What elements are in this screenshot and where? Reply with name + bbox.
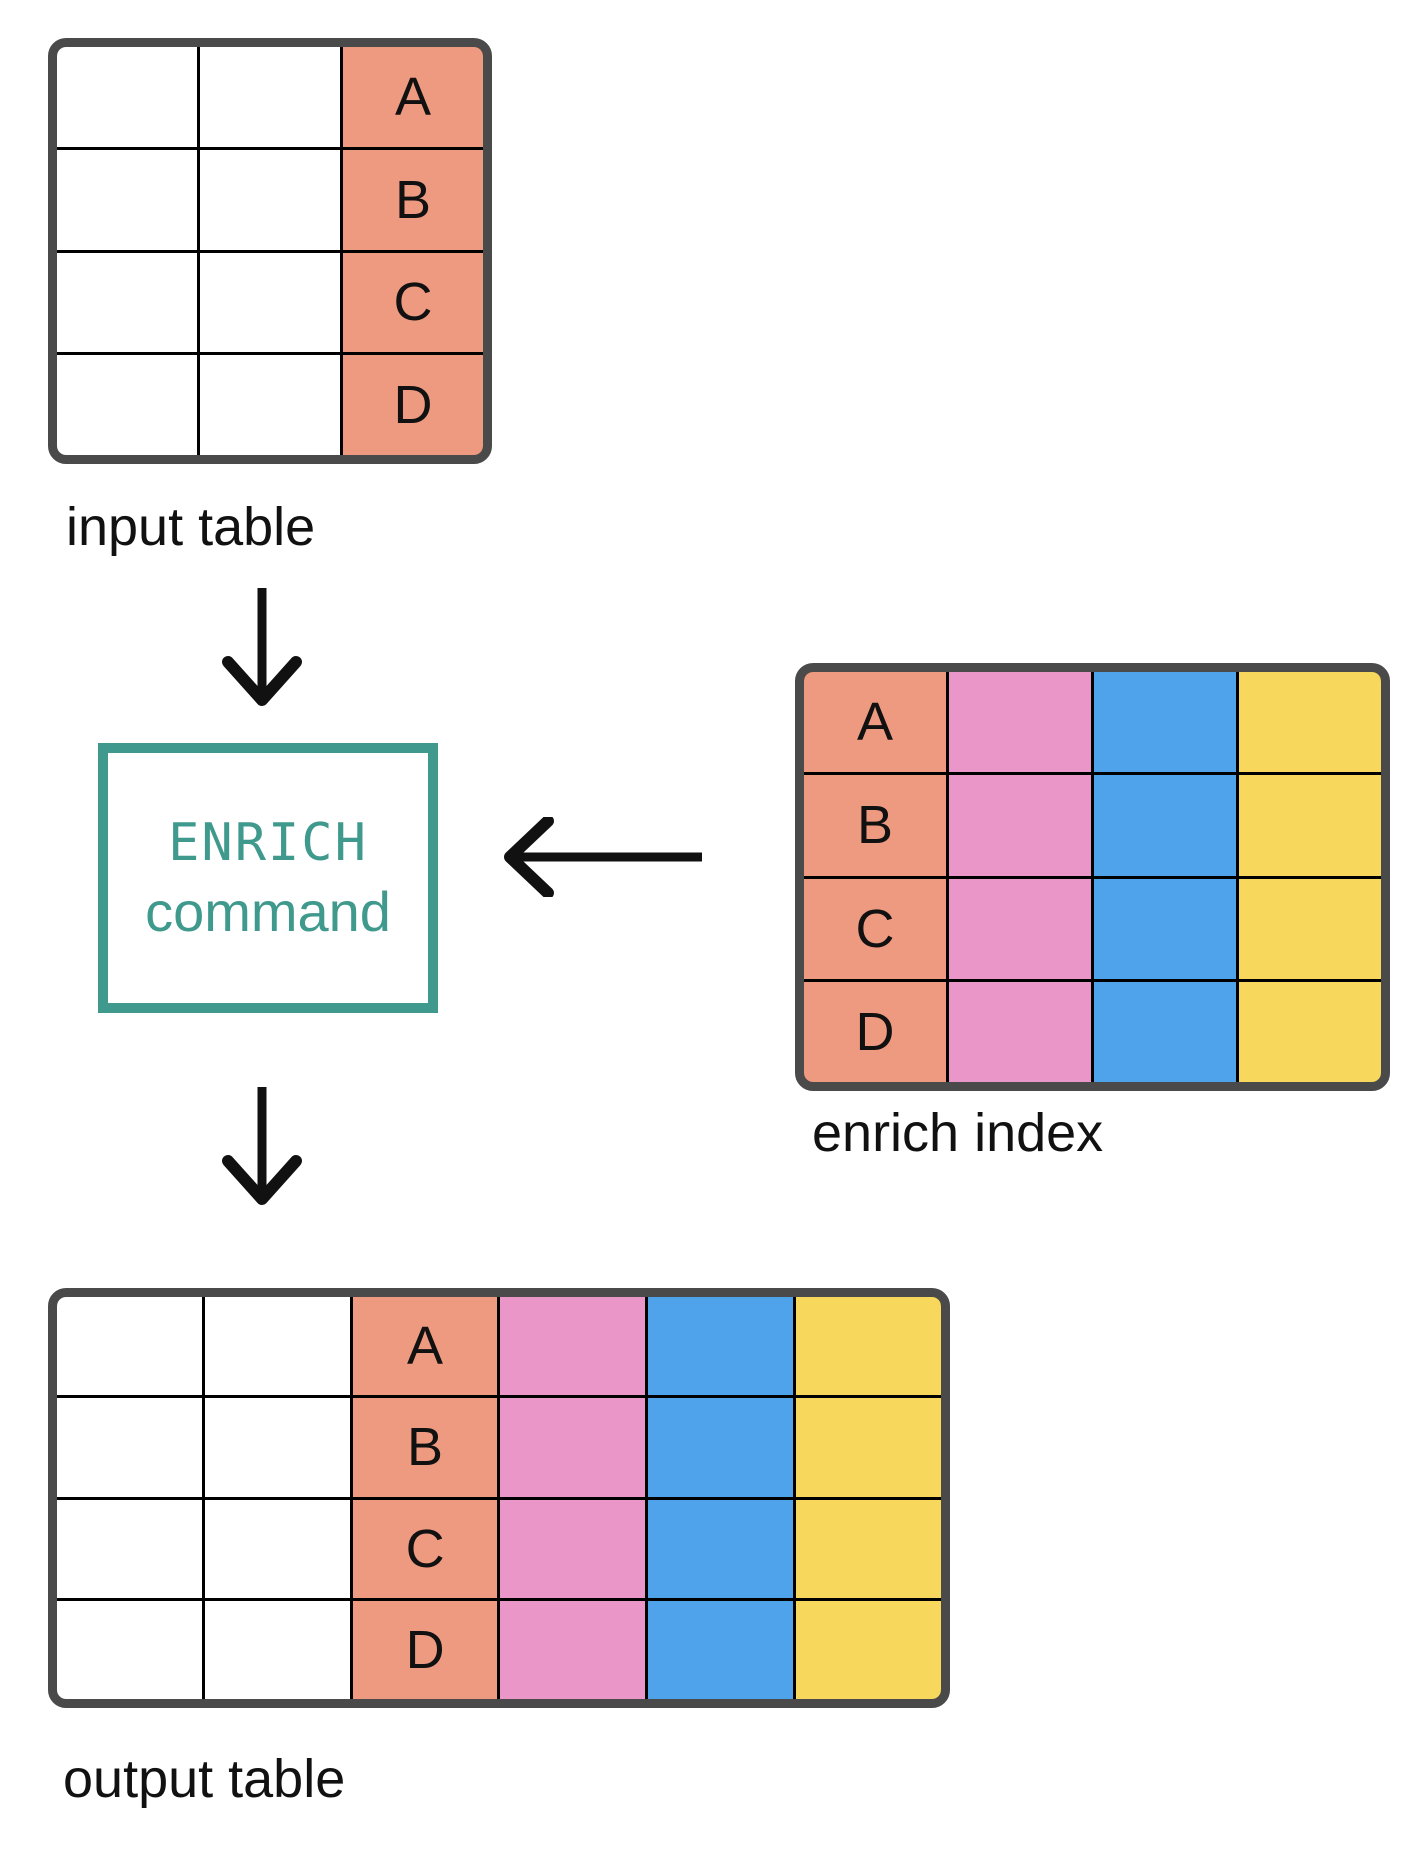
table-cell-blank [204,1499,350,1598]
table-cell-key: B [343,149,483,250]
table-cell-key: A [352,1297,498,1396]
table-cell-key: D [352,1600,498,1699]
table-cell-pink [500,1600,646,1699]
table-cell-blue [648,1297,794,1396]
down-arrow-icon [222,586,302,711]
input-table-label: input table [66,497,316,557]
table-cell-key: B [804,775,946,876]
enrich-command-word: command [145,879,391,943]
table-cell-pink [949,775,1091,876]
table-cell-yellow [1239,775,1381,876]
table-cell-key: A [804,672,946,773]
table-cell-blank [57,355,197,455]
table-cell-blank [204,1600,350,1699]
table-cell-pink [500,1398,646,1497]
table-cell-blue [648,1499,794,1598]
table-cell-blank [57,1398,202,1497]
table-cell-blue [648,1398,794,1497]
table-cell-blank [200,252,340,353]
enrich-command-keyword: ENRICH [168,812,368,873]
table-cell-pink [500,1499,646,1598]
table-cell-blank [200,355,340,455]
table-cell-yellow [1239,878,1381,979]
table-cell-pink [500,1297,646,1396]
table-cell-key: C [343,252,483,353]
table-cell-yellow [1239,981,1381,1082]
table-cell-yellow [796,1297,941,1396]
table-cell-yellow [796,1398,941,1497]
table-cell-yellow [796,1600,941,1699]
output-table-label: output table [63,1749,346,1809]
table-cell-blank [204,1398,350,1497]
table-cell-yellow [796,1499,941,1598]
table-cell-pink [949,878,1091,979]
table-cell-blank [57,47,197,147]
table-cell-blank [204,1297,350,1396]
left-arrow-icon [502,817,707,897]
table-cell-pink [949,981,1091,1082]
enrich-index-label: enrich index [812,1103,1104,1163]
table-cell-blank [57,149,197,250]
table-cell-key: D [804,981,946,1082]
down-arrow-icon [222,1085,302,1210]
table-cell-blue [1094,775,1236,876]
table-cell-key: B [352,1398,498,1497]
table-cell-pink [949,672,1091,773]
enrich-command-box: ENRICH command [98,743,438,1013]
table-cell-blank [200,149,340,250]
table-cell-key: C [352,1499,498,1598]
table-cell-blank [57,252,197,353]
table-cell-blue [1094,672,1236,773]
table-cell-blank [57,1600,202,1699]
table-cell-blue [648,1600,794,1699]
table-cell-blank [57,1499,202,1598]
table-cell-blue [1094,878,1236,979]
table-cell-blank [200,47,340,147]
table-cell-key: A [343,47,483,147]
table-cell-yellow [1239,672,1381,773]
table-cell-blue [1094,981,1236,1082]
table-cell-key: C [804,878,946,979]
table-cell-key: D [343,355,483,455]
table-cell-blank [57,1297,202,1396]
